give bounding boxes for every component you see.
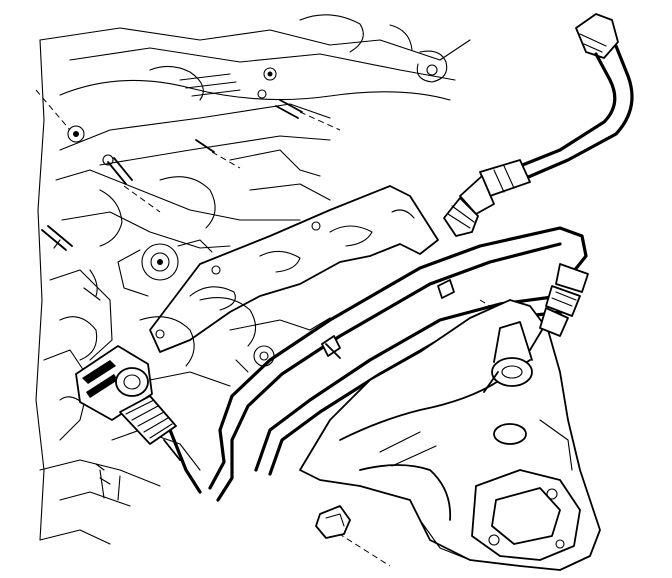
fasteners: [95, 343, 499, 485]
egr-pipe-fitting: [575, 13, 619, 59]
engine-block: [35, 14, 531, 567]
oxygen-sensor: [529, 263, 589, 351]
egr-pipe: [443, 13, 634, 237]
manifold-gasket: [149, 185, 439, 353]
wiring-connector: [75, 345, 181, 461]
exhaust-manifold: [299, 299, 601, 571]
stud-nut: [315, 505, 351, 539]
